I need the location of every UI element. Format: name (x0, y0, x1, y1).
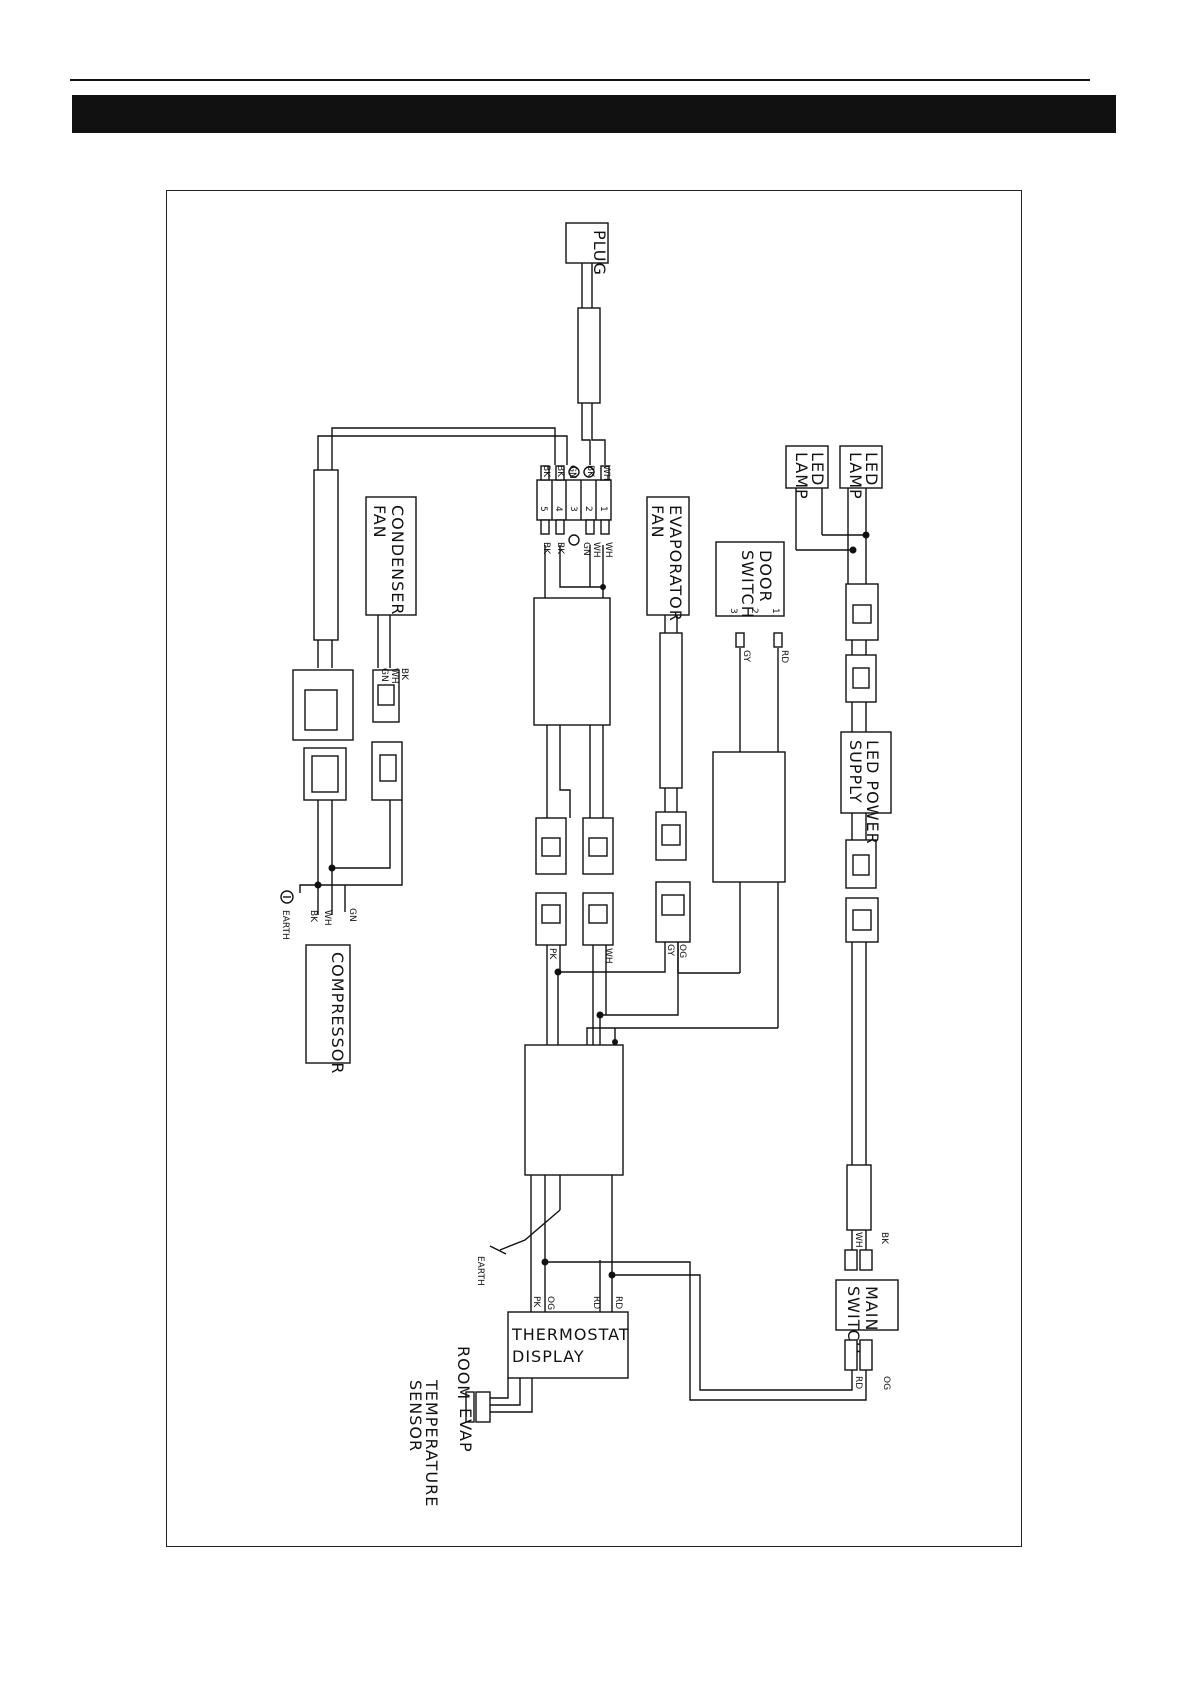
connector-wire-pk: PK (547, 948, 557, 960)
thermostat-label-line2: DISPLAY (512, 1347, 585, 1366)
controller-box (525, 1045, 623, 1175)
thermostat-wire-rd-2: RD (613, 1296, 623, 1309)
compressor-wire-gn: GN (347, 908, 357, 922)
earth-label-2: EARTH (475, 1256, 485, 1286)
terminal-number-1: 1 (598, 506, 608, 512)
condenser-fan-label-line2: FAN (370, 505, 389, 539)
wire-code-top-1: WH (601, 465, 611, 481)
door-switch-pin-2: 2 (749, 608, 759, 614)
terminal-number-5: 5 (538, 506, 548, 512)
compressor-connectors: BK GN WH (293, 668, 409, 800)
led-lamp-2: LED LAMP (840, 446, 882, 500)
earth-label-1: EARTH (280, 910, 290, 940)
relay-output-connectors: PK WH GY OG (536, 812, 690, 964)
door-switch-wire-gy: GY (741, 650, 751, 663)
temperature-sensors: ROOM EVAP TEMPERATURE SENSOR (406, 1346, 490, 1507)
wire-code-top-5: BK (541, 465, 551, 478)
wire-code-top-2: BK (585, 465, 595, 478)
main-switch: MAIN SWITCH WH BK RD OG (836, 1232, 898, 1390)
evap-label: EVAP (456, 1408, 475, 1453)
wire-code-bottom-1: WH (603, 542, 613, 558)
terminal-number-4: 4 (553, 506, 563, 512)
door-switch: DOOR SWITCH 3 2 1 GY RD (716, 542, 789, 663)
main-switch-wire-og: OG (881, 1376, 891, 1390)
thermostat-wire-og: OG (545, 1296, 555, 1310)
room-label: ROOM (454, 1346, 473, 1400)
main-switch-wire-bk: BK (879, 1232, 889, 1245)
compressor-wire-wh: WH (322, 910, 332, 926)
led-lamp-1-label-line2: LAMP (792, 452, 811, 500)
connector-wire-wh: WH (603, 948, 613, 964)
led-power-supply-label-line2: SUPPLY (846, 740, 865, 804)
wire-code-bottom-3: GN (581, 542, 591, 556)
condenser-wire-gn: GN (379, 668, 389, 682)
evaporator-fan: EVAPORATOR FAN (647, 497, 689, 622)
compressor: BK WH GN COMPRESSOR (306, 908, 357, 1074)
plug: PLUG (566, 223, 609, 276)
terminal-number-2: 2 (583, 506, 593, 512)
earth-symbol-compressor: EARTH (280, 891, 293, 940)
condenser-wire-wh: WH (389, 668, 399, 684)
thermostat-wire-rd-1: RD (591, 1296, 601, 1309)
connector-wire-og: OG (677, 944, 687, 958)
compressor-label: COMPRESSOR (328, 952, 347, 1074)
condenser-fan: CONDENSER FAN (366, 497, 416, 616)
plug-label: PLUG (590, 230, 609, 276)
thermostat-wire-pk: PK (531, 1296, 541, 1308)
door-switch-pin-3: 3 (728, 608, 738, 614)
condenser-fan-label-line1: CONDENSER (388, 505, 407, 616)
evaporator-fan-label-line1: EVAPORATOR (666, 505, 685, 622)
temperature-sensor-label-line2: SENSOR (406, 1380, 425, 1452)
compressor-wire-bk: BK (308, 910, 318, 923)
terminal-number-3: 3 (568, 506, 578, 512)
terminal-block: 5 4 3 2 1 BK BK GN BK WH BK BK GN WH WH (537, 465, 613, 558)
thermostat-label-line1: THERMOSTAT (511, 1325, 630, 1344)
main-switch-label-line1: MAIN (862, 1286, 881, 1331)
earth-symbol-controller: EARTH (475, 1246, 506, 1286)
door-switch-module (713, 752, 785, 882)
relay-module (534, 598, 610, 725)
wire-code-bottom-2: WH (591, 542, 601, 558)
door-switch-pin-1: 1 (770, 608, 780, 614)
main-switch-wire-rd: RD (853, 1376, 863, 1389)
door-switch-wire-rd: RD (779, 650, 789, 663)
evaporator-fan-label-line2: FAN (648, 505, 667, 539)
door-switch-label-line1: DOOR (756, 550, 775, 603)
wire-code-bottom-5: BK (541, 542, 551, 555)
wire-code-top-4: BK (555, 465, 565, 478)
wire-code-top-3: GN (567, 465, 577, 479)
connector-wire-gy: GY (665, 944, 675, 957)
wire-code-bottom-4: BK (555, 542, 565, 555)
condenser-wire-bk: BK (399, 668, 409, 681)
main-switch-wire-wh: WH (853, 1232, 863, 1248)
led-lamp-2-label-line2: LAMP (846, 452, 865, 500)
led-power-supply: LED POWER SUPPLY (841, 732, 891, 845)
